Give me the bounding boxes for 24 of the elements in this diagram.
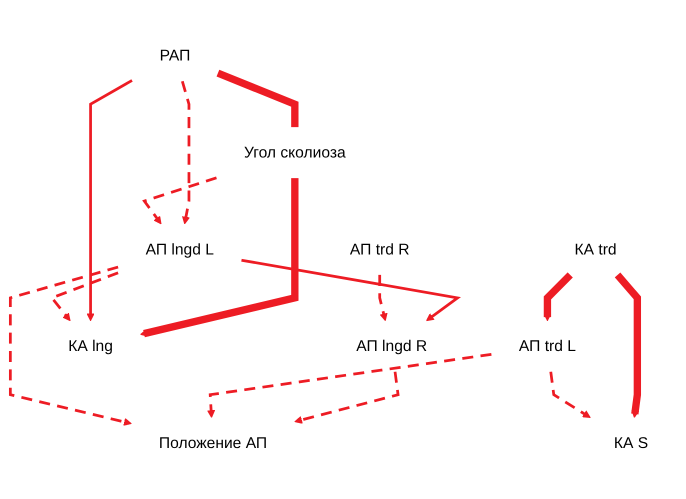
arrow	[207, 353, 492, 418]
arrow	[140, 178, 298, 338]
node-text: Положение АП	[158, 434, 268, 452]
arrow	[241, 258, 461, 322]
arrow	[142, 176, 217, 224]
arrow	[86, 79, 133, 322]
node-text: КА S	[614, 434, 648, 452]
arrow	[50, 272, 119, 322]
node-text: АП lngd L	[146, 240, 214, 258]
node-text: АП lngd R	[356, 337, 428, 355]
node-text: АП trd L	[518, 337, 576, 355]
node-text: АП trd R	[350, 240, 410, 258]
arrow	[614, 272, 642, 418]
connector	[216, 70, 298, 128]
node-text: КА trd	[574, 240, 617, 258]
node-text: КА lng	[68, 337, 113, 355]
arrow	[8, 266, 132, 426]
arrow	[378, 274, 388, 322]
arrow	[181, 80, 190, 224]
arrow	[543, 272, 573, 322]
arrow	[294, 372, 400, 424]
node-text: РАП	[160, 46, 190, 64]
node-text: Угол сколиоза	[244, 144, 346, 162]
arrow	[549, 372, 591, 418]
